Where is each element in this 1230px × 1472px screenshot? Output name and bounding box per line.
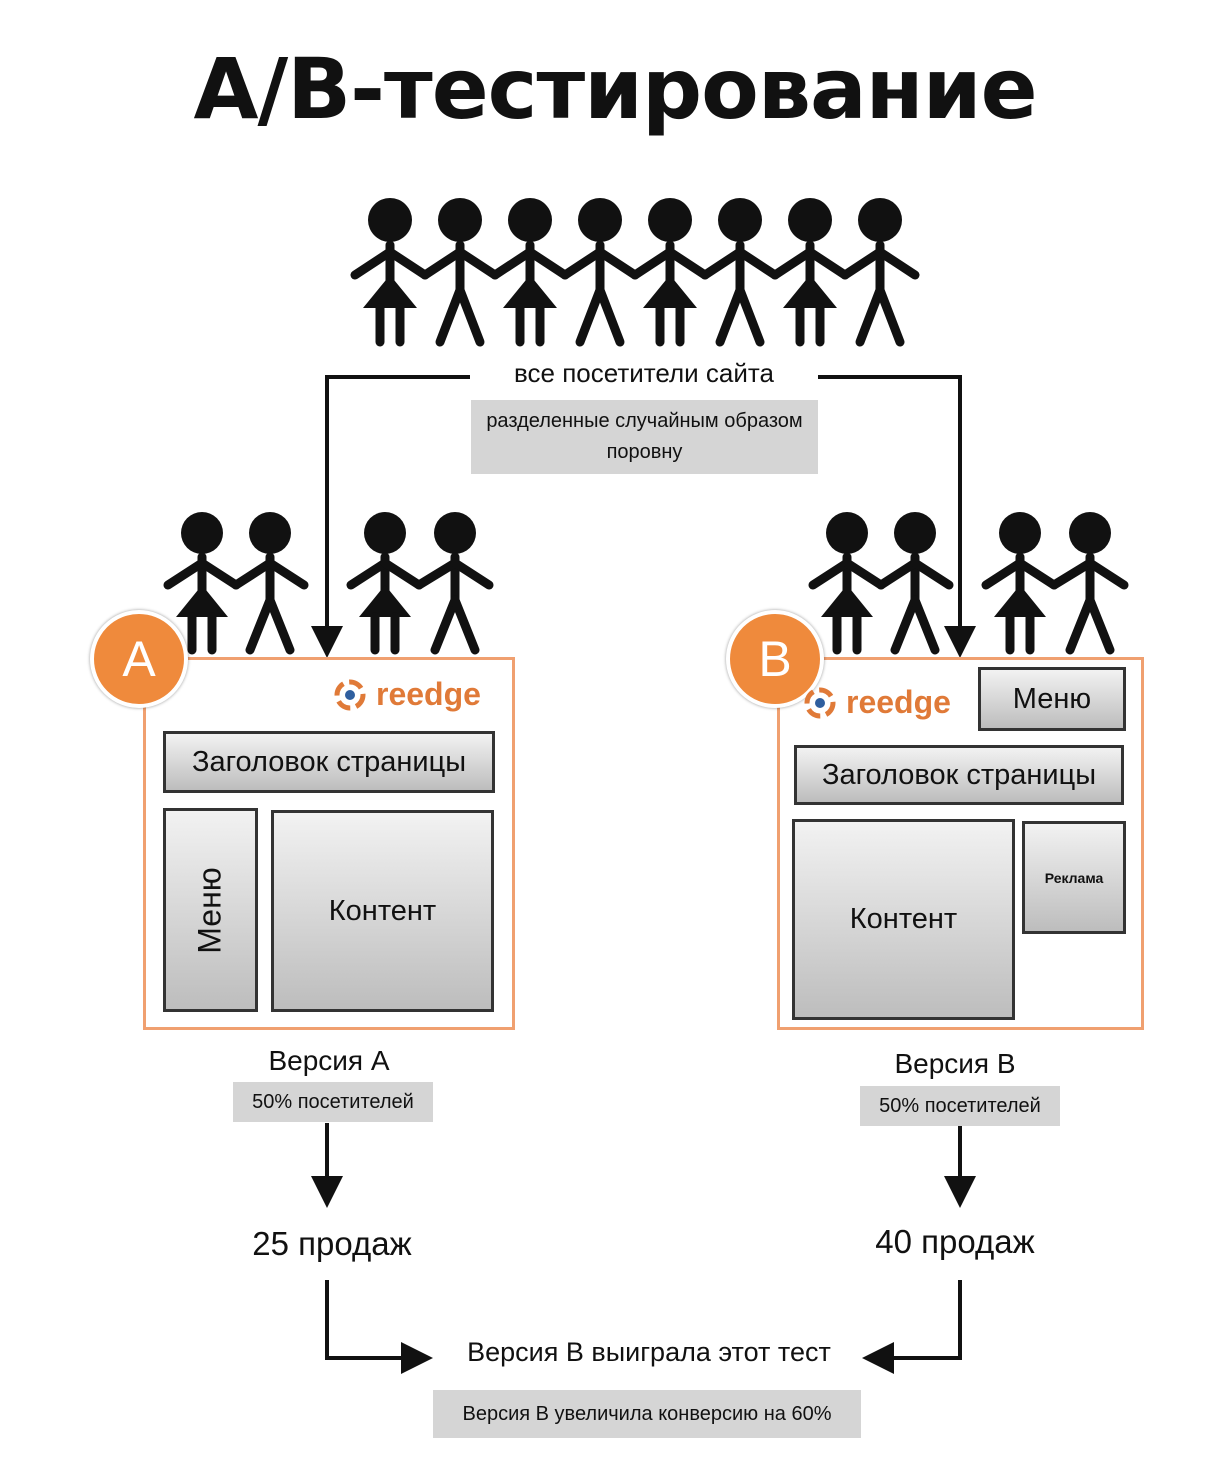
all-visitors-label: все посетители сайта	[514, 358, 774, 388]
connector-to-b	[818, 375, 976, 658]
variant-a-menu-label: Меню	[191, 866, 228, 954]
variant-a-header-block: Заголовок страницы	[163, 731, 495, 793]
variant-b-menu-block: Меню	[978, 667, 1126, 731]
reedge-logo-icon	[804, 687, 836, 718]
arrow-a-to-result	[325, 1280, 433, 1374]
variant-b-badge: B	[726, 610, 824, 708]
connector-to-a	[311, 375, 470, 658]
reedge-logo-icon	[334, 679, 366, 710]
page-title: A/B-тестирование	[193, 40, 1037, 138]
variant-a-logo: reedge	[332, 676, 481, 713]
result-note: Версия B увеличила конверсию на 60%	[433, 1390, 861, 1438]
variant-b-logo: reedge	[802, 684, 951, 721]
variant-b-header-block: Заголовок страницы	[794, 745, 1124, 805]
logo-text: reedge	[376, 676, 481, 712]
visitors-group-icon	[350, 198, 920, 347]
visitors-group-b-icon	[808, 512, 1129, 655]
split-note: разделенные случайным образом поровну	[471, 400, 818, 474]
sales-b: 40 продаж	[875, 1223, 1035, 1260]
variant-b-ad-block: Реклама	[1022, 821, 1126, 934]
result-label: Версия B выиграла этот тест	[467, 1337, 831, 1367]
sales-a: 25 продаж	[252, 1225, 412, 1262]
version-b-share: 50% посетителей	[860, 1086, 1060, 1126]
variant-b-content-block: Контент	[792, 819, 1015, 1020]
version-a-share: 50% посетителей	[233, 1082, 433, 1122]
version-a-label: Версия A	[268, 1045, 390, 1076]
arrow-b-to-result	[862, 1280, 962, 1374]
variant-a-badge: A	[90, 610, 188, 708]
variant-a-menu-block: Меню	[163, 808, 258, 1012]
variant-a-content-block: Контент	[271, 810, 494, 1012]
logo-text: reedge	[846, 684, 951, 720]
visitors-group-a-icon	[163, 512, 494, 655]
version-b-label: Версия B	[894, 1048, 1016, 1079]
